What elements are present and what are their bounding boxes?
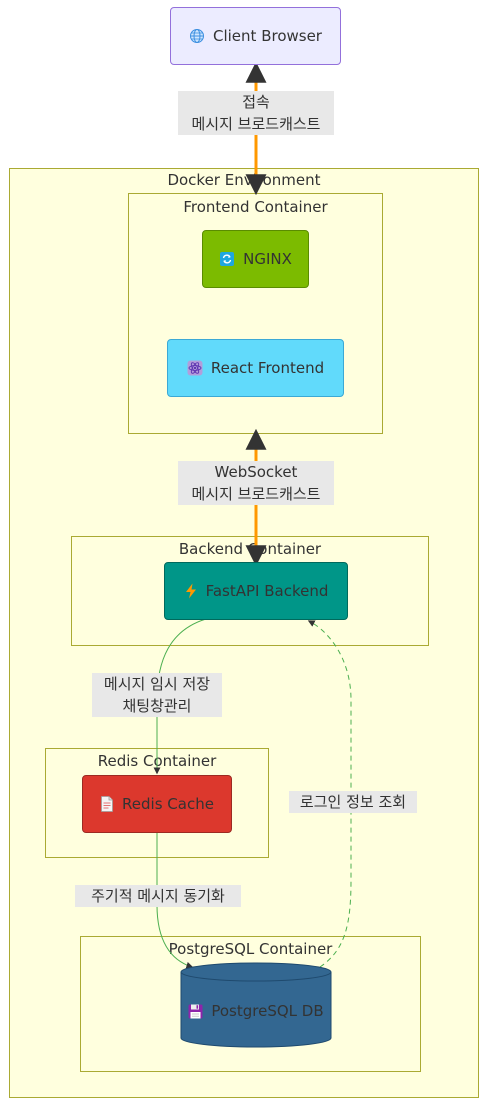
floppy-disk-icon [188, 1004, 203, 1019]
edge-db-backend [307, 620, 352, 968]
postgresql-db-node[interactable]: PostgreSQL DB [180, 962, 332, 1048]
nginx-icon [219, 251, 235, 267]
edge-label-line-1: WebSocket [214, 463, 298, 481]
edge-label-backend-redis: 메시지 임시 저장 채팅창관리 [92, 673, 222, 717]
edge-label-line-1: 접속 [242, 93, 270, 111]
react-icon [187, 360, 203, 376]
edge-label-line-1: 메시지 임시 저장 [103, 675, 211, 693]
edge-label-redis-db: 주기적 메시지 동기화 [75, 885, 241, 907]
docker-environment-title: Docker Environment [167, 171, 321, 189]
nginx-node[interactable]: NGINX [202, 230, 309, 288]
edge-label-line-1: 로그인 정보 조회 [299, 793, 407, 811]
edge-label-line-1: 주기적 메시지 동기화 [91, 887, 225, 905]
edge-label-line-2: 메시지 브로드캐스트 [191, 485, 321, 503]
edge-label-line-2: 메시지 브로드캐스트 [191, 115, 321, 133]
redis-cache-node[interactable]: Redis Cache [82, 775, 232, 833]
lightning-icon [184, 583, 198, 599]
edge-label-line-2: 채팅창관리 [122, 697, 192, 715]
postgresql-db-content: PostgreSQL DB [180, 986, 332, 1036]
globe-icon [189, 28, 205, 44]
edge-label-db-backend: 로그인 정보 조회 [289, 791, 417, 813]
document-icon [100, 796, 114, 812]
client-browser-label: Client Browser [213, 27, 322, 45]
postgresql-db-label: PostgreSQL DB [211, 1002, 324, 1020]
postgres-container-title: PostgreSQL Container [168, 940, 333, 958]
edge-label-client-frontend: 접속 메시지 브로드캐스트 [178, 91, 334, 135]
nginx-label: NGINX [243, 250, 292, 268]
edge-label-frontend-backend: WebSocket 메시지 브로드캐스트 [178, 461, 334, 505]
client-browser-node[interactable]: Client Browser [170, 7, 341, 65]
frontend-container-title: Frontend Container [183, 198, 328, 216]
redis-cache-label: Redis Cache [122, 795, 214, 813]
react-frontend-label: React Frontend [210, 359, 325, 377]
fastapi-backend-label: FastAPI Backend [205, 582, 329, 600]
react-frontend-node[interactable]: React Frontend [167, 339, 344, 397]
fastapi-backend-node[interactable]: FastAPI Backend [164, 562, 348, 620]
database-cylinder-shape [180, 962, 332, 1048]
